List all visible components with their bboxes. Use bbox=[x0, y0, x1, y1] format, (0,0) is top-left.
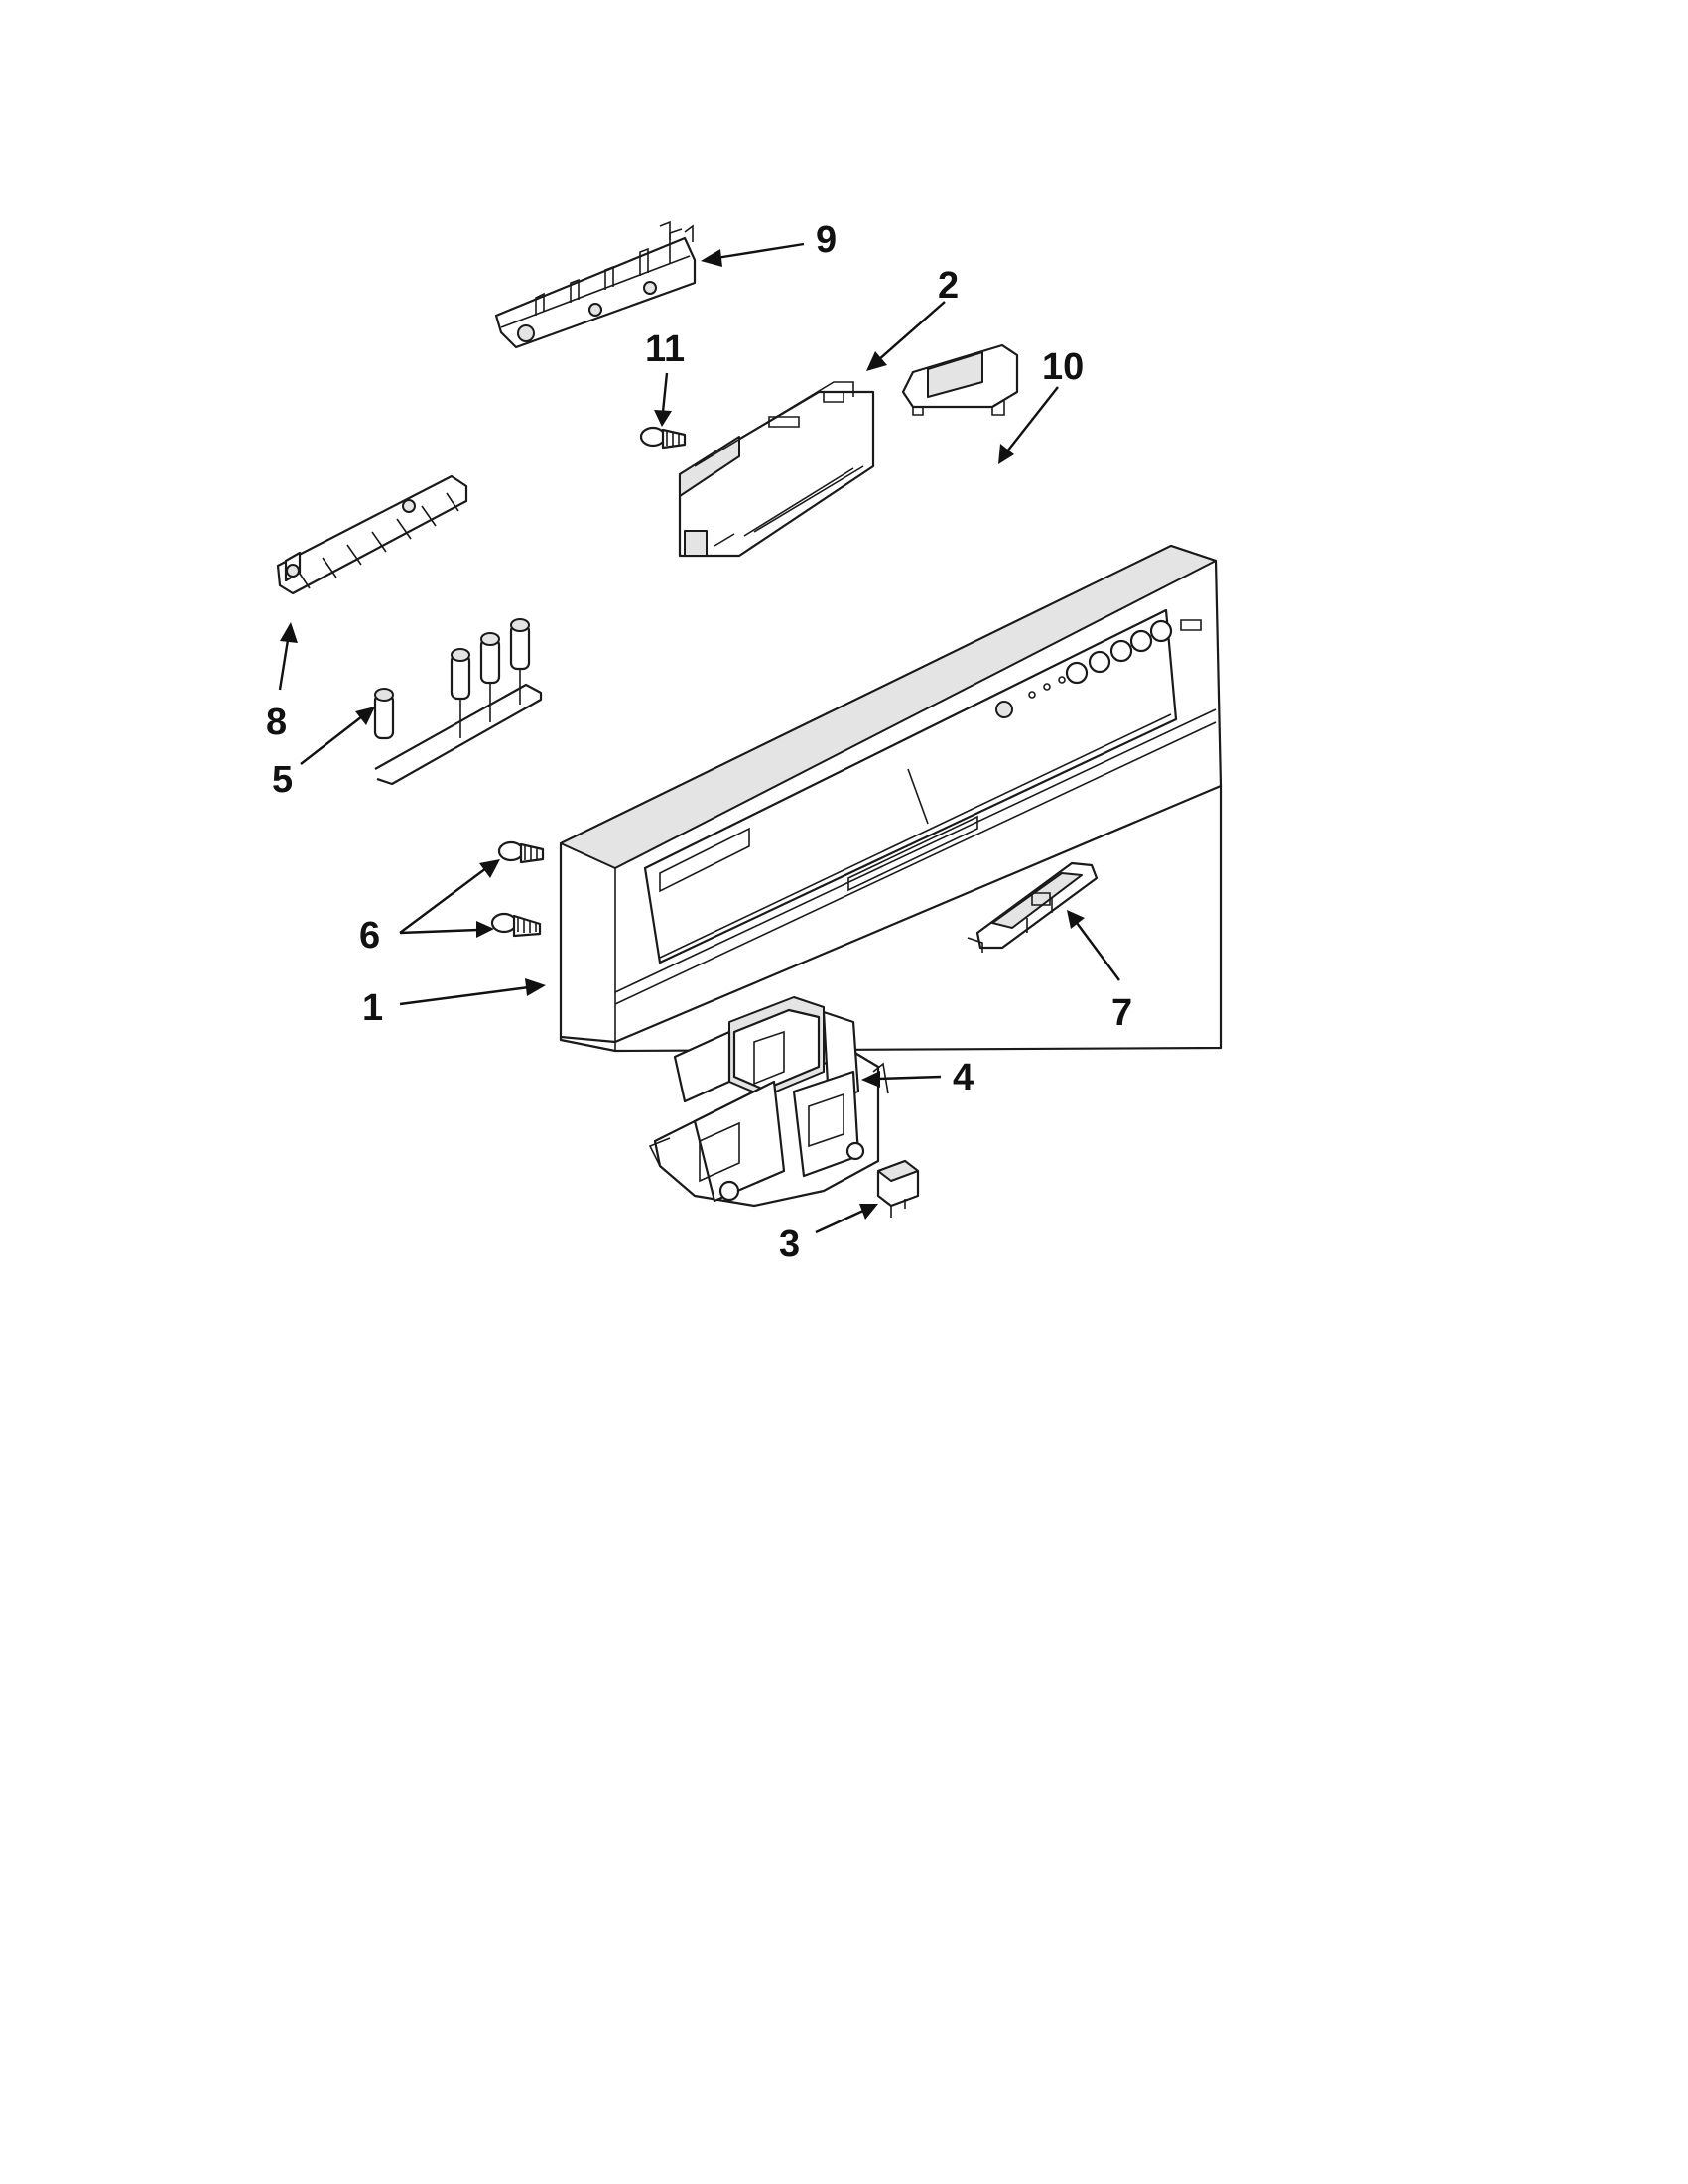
part-8-bracket bbox=[276, 474, 468, 595]
callout-7: 7 bbox=[1111, 992, 1132, 1034]
part-3-switch bbox=[876, 1159, 920, 1218]
callout-8: 8 bbox=[266, 702, 287, 743]
leader-line-9 bbox=[701, 242, 805, 267]
part-11-screw bbox=[639, 426, 687, 450]
leader-line-2 bbox=[866, 301, 946, 371]
leader-line-1 bbox=[399, 978, 546, 1006]
part-2-control-board bbox=[678, 381, 875, 558]
part-6-screw-lower bbox=[490, 912, 542, 938]
callout-2: 2 bbox=[938, 265, 959, 307]
callout-5: 5 bbox=[272, 759, 293, 801]
part-7-handle bbox=[967, 861, 1099, 953]
part-6-screw-upper bbox=[497, 840, 545, 864]
leader-line-7 bbox=[1067, 910, 1120, 981]
part-10-bracket bbox=[901, 343, 1019, 416]
callout-10: 10 bbox=[1042, 346, 1084, 388]
leader-line-3 bbox=[815, 1204, 878, 1234]
callout-11: 11 bbox=[645, 328, 685, 370]
leader-line-6-upper bbox=[399, 859, 500, 934]
callout-3: 3 bbox=[779, 1223, 800, 1265]
part-5-push-buttons bbox=[373, 618, 543, 786]
leader-line-6-lower bbox=[399, 921, 494, 938]
leader-line-8 bbox=[278, 622, 298, 691]
callout-4: 4 bbox=[953, 1057, 974, 1098]
part-9-bracket bbox=[494, 220, 697, 349]
part-1-control-panel bbox=[559, 544, 1223, 1053]
leader-line-5 bbox=[300, 707, 375, 765]
callout-9: 9 bbox=[816, 219, 837, 261]
callout-6: 6 bbox=[359, 915, 380, 957]
leader-line-11 bbox=[654, 372, 672, 427]
callout-1: 1 bbox=[362, 987, 383, 1029]
leader-line-4 bbox=[861, 1071, 942, 1088]
part-4-bracket-assembly bbox=[648, 996, 889, 1208]
leader-line-10 bbox=[998, 386, 1059, 464]
